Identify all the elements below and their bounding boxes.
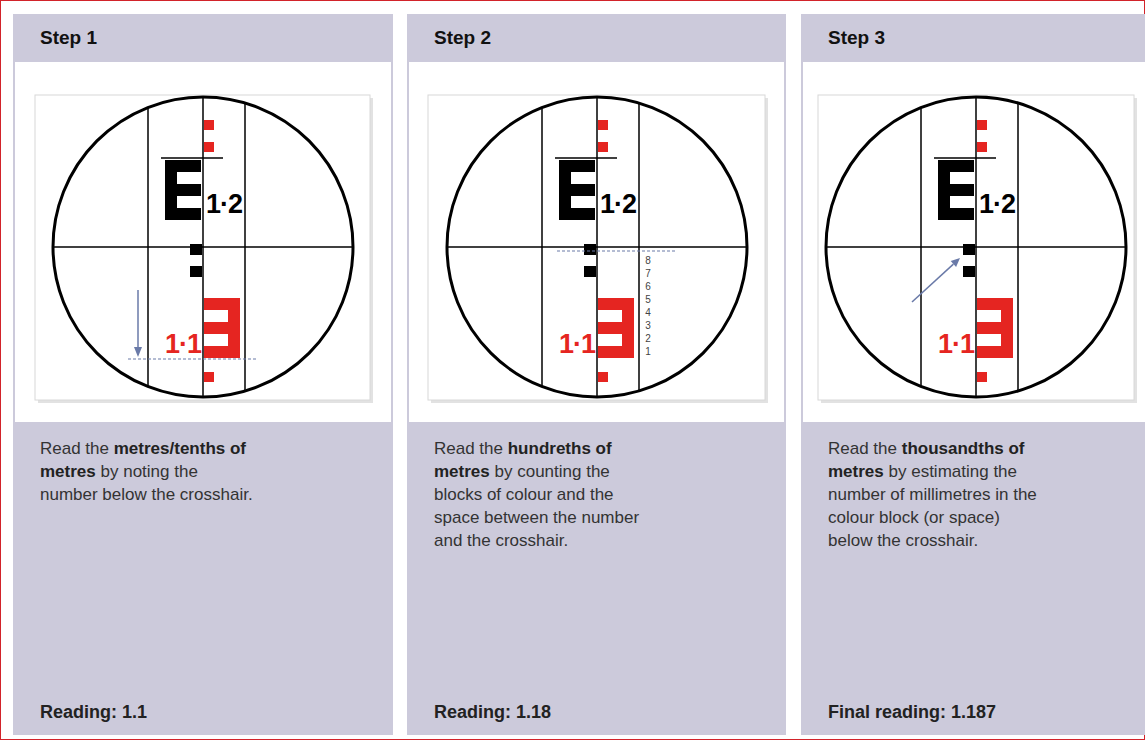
staff-label: 1·2 <box>206 189 242 219</box>
step-header: Step 2 <box>434 26 491 50</box>
staff-number: 1·1 <box>938 329 974 359</box>
reading-guide-line <box>557 250 675 251</box>
staff-number: 1·1 <box>559 329 595 359</box>
centimetre-count: 3 <box>645 320 651 331</box>
staff-label: 6 <box>642 280 654 293</box>
panel-ground <box>13 14 393 735</box>
reading-value: Final reading: 1.187 <box>828 702 996 722</box>
pointer-arrow <box>912 264 953 302</box>
image-card <box>818 95 1134 400</box>
staff-label: 1·1 <box>157 329 201 359</box>
staff-number: 1·2 <box>600 189 636 219</box>
step-title: Step 3 <box>828 27 885 48</box>
step-panel: Step 1 Read the metres/tenths of metres b… <box>13 14 393 735</box>
panel-ground <box>407 14 786 735</box>
reading-value: Reading: 1.18 <box>434 702 551 722</box>
centimetre-count: 2 <box>645 333 651 344</box>
step-header: Step 1 <box>40 26 97 50</box>
eyepiece-circle <box>826 97 1126 397</box>
image-area <box>15 62 391 422</box>
staff-label: 1 <box>642 345 654 358</box>
step-title: Step 1 <box>40 27 97 48</box>
staff-label: 2 <box>642 332 654 345</box>
arrowhead <box>951 258 960 267</box>
centimetre-count: 6 <box>645 281 651 292</box>
levelling-staff <box>53 97 353 397</box>
instruction-text: Read the <box>434 439 503 458</box>
staff-label: 1·1 <box>930 329 974 359</box>
arrowhead <box>134 347 142 357</box>
staff-label: 1·2 <box>600 189 636 219</box>
image-card <box>428 95 765 400</box>
pointer-arrow <box>137 290 139 349</box>
instruction-text: Read the <box>828 439 897 458</box>
instruction-text: Read the <box>40 439 109 458</box>
step-instructions: Read the thousandths of metres by estima… <box>828 437 1048 552</box>
centimetre-count: 4 <box>645 307 651 318</box>
reading-line: Final reading: 1.187 <box>828 700 996 724</box>
staff-label: 1·2 <box>979 189 1015 219</box>
step-panel: Step 3 Read the thousandths of metres by … <box>801 14 1145 735</box>
centimetre-count: 5 <box>645 294 651 305</box>
centimetre-count: 7 <box>645 268 651 279</box>
reading-line: Reading: 1.18 <box>434 700 551 724</box>
panel-ground <box>801 14 1145 735</box>
levelling-staff <box>826 97 1126 397</box>
image-area <box>409 62 784 422</box>
levelling-staff <box>447 97 747 397</box>
step-title: Step 2 <box>434 27 491 48</box>
reading-value: Reading: 1.1 <box>40 702 147 722</box>
step-instructions: Read the hundreths of metres by counting… <box>434 437 654 552</box>
centimetre-count: 8 <box>645 255 651 266</box>
centimetre-count: 1 <box>645 346 651 357</box>
step-instructions: Read the metres/tenths of metres by noti… <box>40 437 260 506</box>
staff-label: 8 <box>642 254 654 267</box>
image-area <box>803 62 1145 422</box>
step-panel: Step 2 Read the hundreths of metres by co… <box>407 14 786 735</box>
staff-number: 1·2 <box>206 189 242 219</box>
step-header: Step 3 <box>828 26 885 50</box>
staff-number: 1·2 <box>979 189 1015 219</box>
staff-label: 5 <box>642 293 654 306</box>
staff-label: 4 <box>642 306 654 319</box>
eyepiece-circle <box>53 97 353 397</box>
staff-label: 7 <box>642 267 654 280</box>
staff-label: 1·1 <box>551 329 595 359</box>
reading-line: Reading: 1.1 <box>40 700 147 724</box>
image-card <box>35 95 370 400</box>
staff-number: 1·1 <box>165 329 201 359</box>
staff-label: 3 <box>642 319 654 332</box>
eyepiece-circle <box>447 97 747 397</box>
